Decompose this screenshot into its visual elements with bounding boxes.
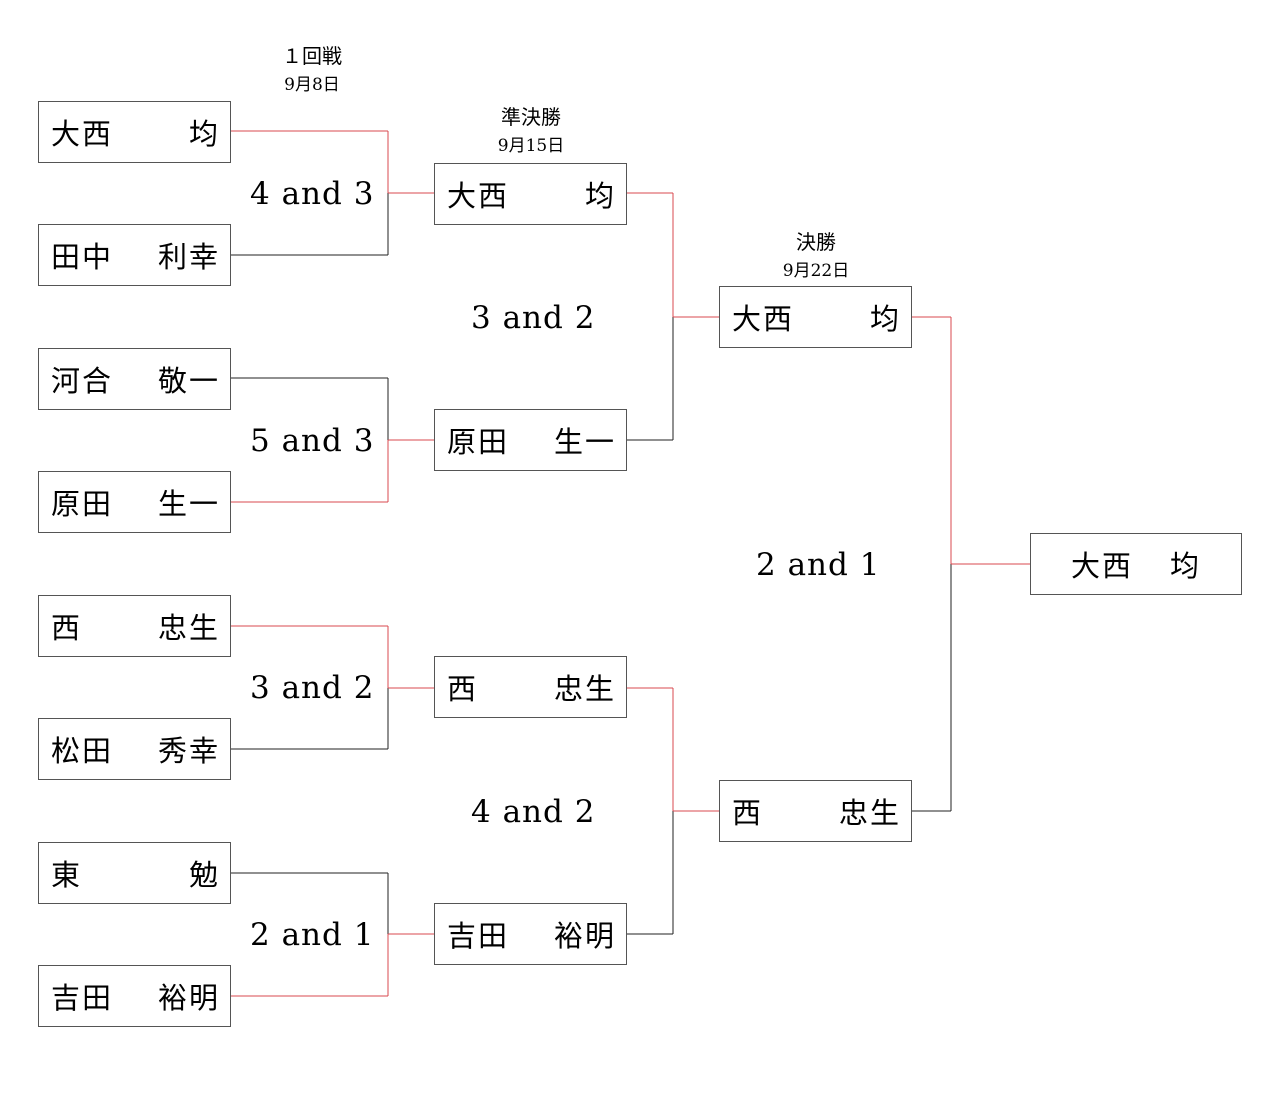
champion-box: 大西 均 <box>1030 533 1242 595</box>
match-score: 4 and 2 <box>471 794 596 830</box>
semifinal-name: 準決勝 <box>501 105 561 129</box>
player-given-name: 生一 <box>157 487 220 521</box>
player-given-name: 忠生 <box>157 611 220 645</box>
player-box-round1: 原田 生一 <box>38 471 231 533</box>
player-family-name: 原田 <box>447 425 510 459</box>
player-box-final: 西 忠生 <box>719 780 912 842</box>
player-family-name: 吉田 <box>447 919 510 953</box>
player-family-name: 西 <box>447 672 479 706</box>
player-family-name: 吉田 <box>51 981 114 1015</box>
match-score: 5 and 3 <box>250 423 375 459</box>
player-family-name: 河合 <box>51 364 114 398</box>
final-date: 9月22日 <box>782 261 850 281</box>
player-given-name: 均 <box>584 179 616 213</box>
match-score: 4 and 3 <box>250 176 375 212</box>
player-box-final: 大西 均 <box>719 286 912 348</box>
match-score: 3 and 2 <box>471 300 596 336</box>
player-given-name: 敬一 <box>157 364 220 398</box>
player-given-name: 勉 <box>188 858 220 892</box>
round1-name: １回戦 <box>282 44 342 68</box>
player-box-round1: 吉田 裕明 <box>38 965 231 1027</box>
player-family-name: 大西 <box>732 302 795 336</box>
player-family-name: 田中 <box>51 240 114 274</box>
player-box-round1: 西 忠生 <box>38 595 231 657</box>
player-given-name: 秀幸 <box>157 734 220 768</box>
player-given-name: 均 <box>188 117 220 151</box>
player-box-semifinal: 吉田 裕明 <box>434 903 627 965</box>
player-family-name: 大西 <box>51 117 114 151</box>
player-family-name: 西 <box>51 611 83 645</box>
player-box-round1: 松田 秀幸 <box>38 718 231 780</box>
player-given-name: 忠生 <box>553 672 616 706</box>
player-family-name: 東 <box>51 858 83 892</box>
champion-family-name: 大西 <box>1071 549 1134 583</box>
player-box-round1: 田中 利幸 <box>38 224 231 286</box>
round-label-final: 決勝 9月22日 <box>756 228 876 286</box>
player-box-round1: 東 勉 <box>38 842 231 904</box>
final-score: 2 and 1 <box>756 547 881 583</box>
semifinal-date: 9月15日 <box>497 136 565 156</box>
player-box-semifinal: 大西 均 <box>434 163 627 225</box>
player-given-name: 均 <box>869 302 901 336</box>
player-family-name: 原田 <box>51 487 114 521</box>
player-family-name: 大西 <box>447 179 510 213</box>
champion-given-name: 均 <box>1169 549 1201 583</box>
player-box-semifinal: 原田 生一 <box>434 409 627 471</box>
player-given-name: 利幸 <box>157 240 220 274</box>
player-given-name: 裕明 <box>157 981 220 1015</box>
round1-date: 9月8日 <box>284 75 340 95</box>
player-family-name: 西 <box>732 796 764 830</box>
player-box-round1: 大西 均 <box>38 101 231 163</box>
player-given-name: 忠生 <box>838 796 901 830</box>
player-given-name: 生一 <box>553 425 616 459</box>
match-score: 2 and 1 <box>250 917 375 953</box>
round-label-semifinal: 準決勝 9月15日 <box>471 103 591 161</box>
round-label-round1: １回戦 9月8日 <box>252 42 372 100</box>
player-box-semifinal: 西 忠生 <box>434 656 627 718</box>
match-score: 3 and 2 <box>250 670 375 706</box>
player-box-round1: 河合 敬一 <box>38 348 231 410</box>
final-name: 決勝 <box>796 230 836 254</box>
player-given-name: 裕明 <box>553 919 616 953</box>
player-family-name: 松田 <box>51 734 114 768</box>
